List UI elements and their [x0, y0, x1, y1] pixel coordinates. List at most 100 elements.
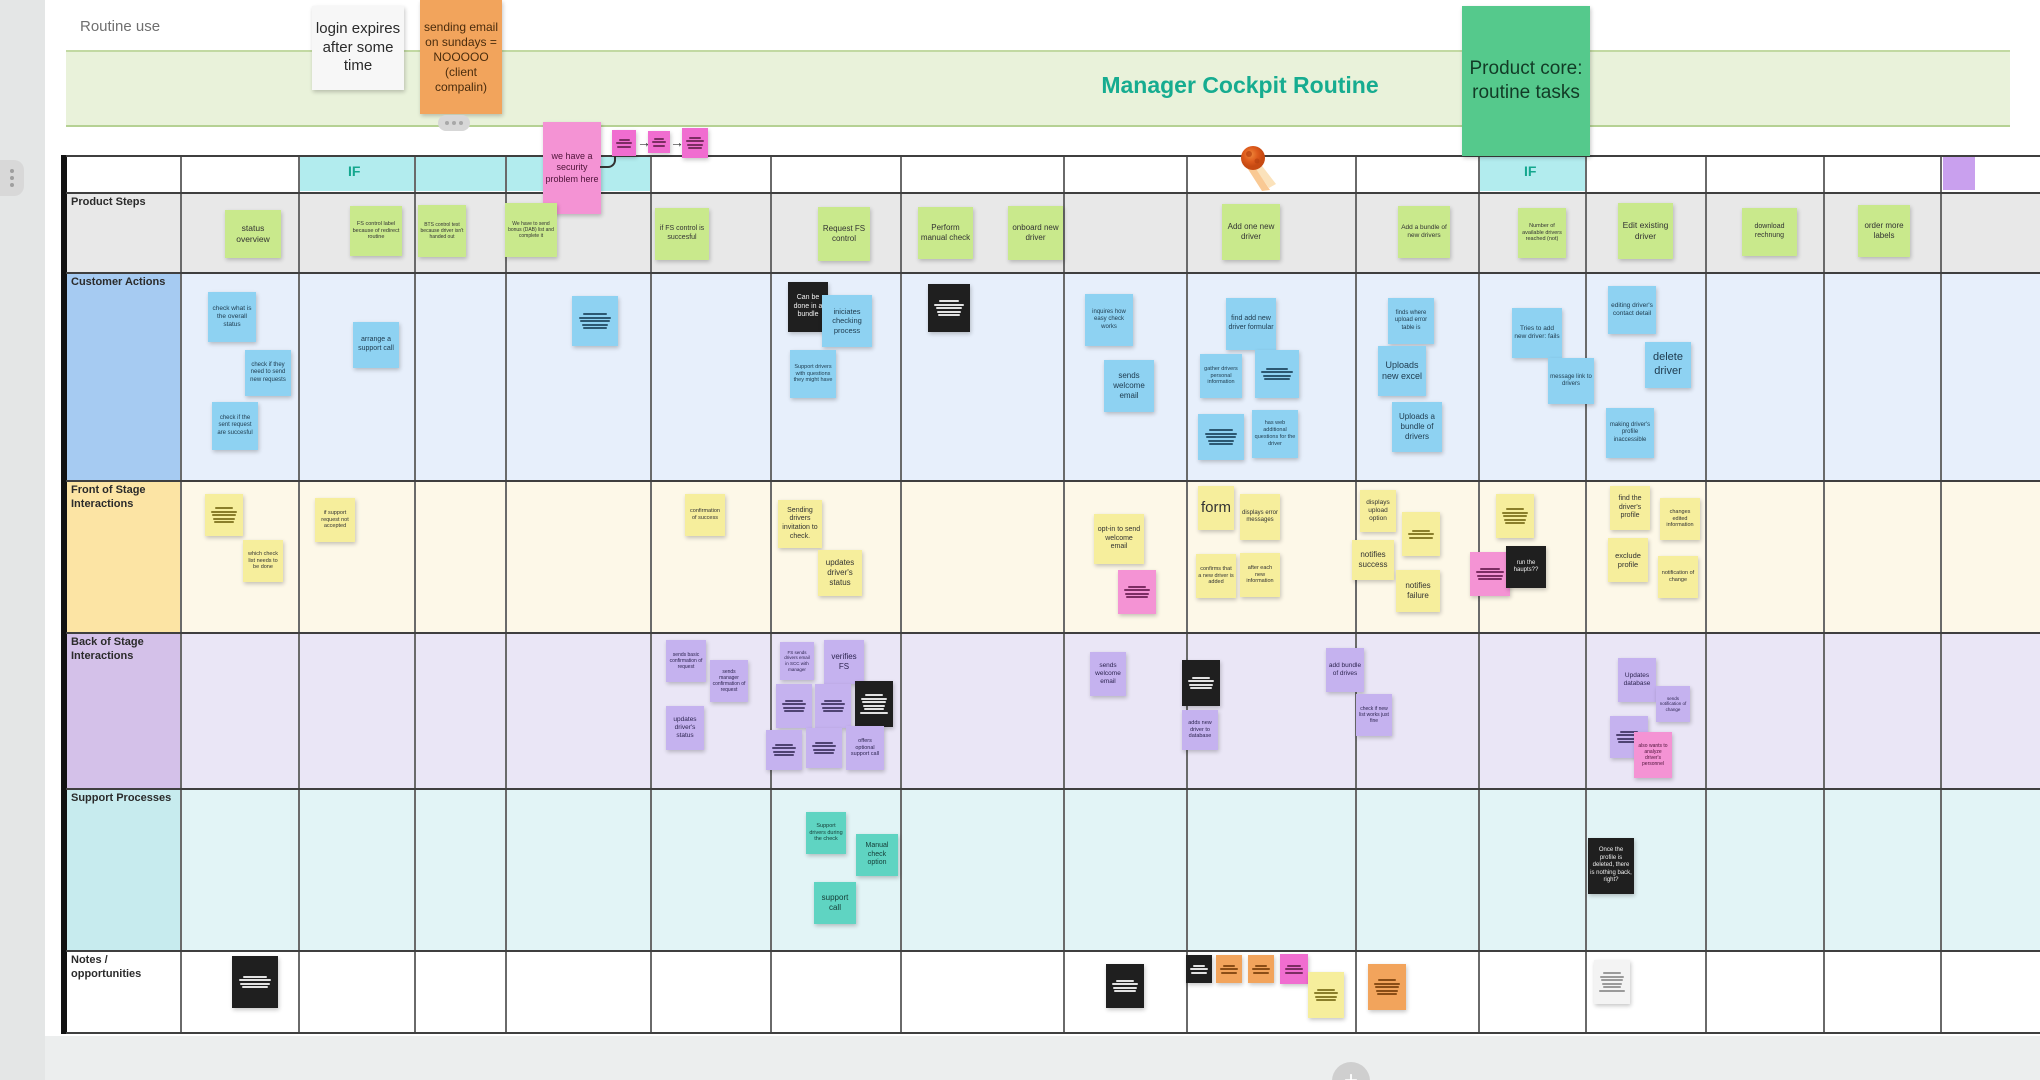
ca-inquires-check[interactable]: inquires how easy check works: [1085, 294, 1133, 346]
ca-sends-welcome-email[interactable]: sends welcome email: [1104, 360, 1154, 412]
bs-fs-sends-email[interactable]: FS sends drivers email in SCC with manag…: [780, 642, 814, 680]
fs-changes-info[interactable]: changes edited information: [1660, 498, 1700, 540]
fs-after-each-info[interactable]: after each new information: [1240, 553, 1280, 597]
nt-black-lines-2[interactable]: [1106, 964, 1144, 1008]
nt-orange-lines[interactable]: [1368, 964, 1406, 1010]
sp-profile-deleted[interactable]: Once the profile is deleted, there is no…: [1588, 838, 1634, 894]
nt-black-mini[interactable]: [1186, 955, 1212, 983]
fs-which-checklist[interactable]: which check list needs to be done: [243, 540, 283, 582]
nt-orange-mini-1[interactable]: [1216, 955, 1242, 983]
fs-note-lines-2[interactable]: [1402, 512, 1440, 556]
header-add-one-driver[interactable]: Add one new driver: [1222, 204, 1280, 260]
bs-offers-support-call[interactable]: offers optional support call: [846, 726, 884, 770]
bs-black-lines-2[interactable]: [1182, 660, 1220, 706]
fs-notifies-success[interactable]: notifies success: [1352, 540, 1394, 580]
fs-note-lines[interactable]: [205, 494, 243, 536]
header-fs-control-label[interactable]: FS control label because of redirect rou…: [350, 206, 402, 256]
fs-note-lines-3[interactable]: [1496, 494, 1534, 538]
ca-note-lines-3[interactable]: [1198, 414, 1244, 460]
ca-add-driver-fails[interactable]: Tries to add new driver: fails: [1512, 308, 1562, 358]
nt-yellow-lines[interactable]: [1308, 972, 1344, 1018]
ca-edit-contact-detail[interactable]: editing driver's contact detail: [1608, 286, 1656, 334]
header-edit-driver[interactable]: Edit existing driver: [1618, 203, 1673, 259]
fs-pink-lines[interactable]: [1118, 570, 1156, 614]
fs-notification-change[interactable]: notification of change: [1658, 556, 1698, 598]
sticky-login-expires[interactable]: login expires after some time: [312, 6, 404, 90]
ca-gather-personal-info[interactable]: gather drivers personal information: [1200, 354, 1242, 398]
header-download-rechnung[interactable]: download rechnung: [1742, 208, 1797, 256]
ca-check-overall-status[interactable]: check what is the overall status: [208, 292, 256, 342]
fs-confirms-driver-added[interactable]: confirms that a new driver is added: [1196, 554, 1236, 598]
ca-support-questions[interactable]: Support drivers with questions they migh…: [790, 350, 836, 398]
ca-message-link[interactable]: message link to drivers: [1548, 358, 1594, 404]
bs-add-bundle[interactable]: add bundle of drives: [1326, 648, 1364, 692]
ca-check-send-requests[interactable]: check if they need to send new requests: [245, 350, 291, 396]
header-onboard-driver[interactable]: onboard new driver: [1008, 206, 1063, 260]
fs-find-profile[interactable]: find the driver's profile: [1610, 486, 1650, 530]
ca-check-request-successful[interactable]: check if the sent request are succesful: [212, 402, 258, 450]
bs-lines-4[interactable]: [806, 728, 842, 768]
nt-magenta-mini[interactable]: [1280, 954, 1308, 984]
sticky-sunday-email-complaint[interactable]: sending email on sundays = NOOOOO (clien…: [420, 0, 502, 114]
nt-orange-mini-2[interactable]: [1248, 955, 1274, 983]
ca-done-in-bundle[interactable]: Can be done in a bundle: [788, 282, 828, 332]
fs-updates-status[interactable]: updates driver's status: [818, 550, 862, 596]
header-if-fs-successful[interactable]: if FS control is succesful: [655, 208, 709, 260]
bs-sends-welcome[interactable]: sends welcome email: [1090, 652, 1126, 696]
bs-manager-confirmation[interactable]: sends manager confirmation of request: [710, 660, 748, 702]
ca-note-lines-2[interactable]: [1255, 350, 1299, 398]
bs-sends-notification[interactable]: sends notification of change: [1656, 686, 1690, 722]
fs-displays-upload[interactable]: displays upload option: [1360, 490, 1396, 532]
mini-flow-3[interactable]: [682, 128, 708, 158]
bs-basic-confirmation[interactable]: sends basic confirmation of request: [666, 640, 706, 682]
nt-black-lines-1[interactable]: [232, 956, 278, 1008]
bs-driver-personnel[interactable]: also wants to analyze driver's personnel: [1634, 732, 1672, 778]
ca-profile-inaccessible[interactable]: making driver's profile inaccessible: [1606, 408, 1654, 458]
fs-exclude-profile[interactable]: exclude profile: [1608, 538, 1648, 582]
frame-title[interactable]: Manager Cockpit Routine: [1101, 72, 1379, 98]
ca-arrange-support-call[interactable]: arrange a support call: [353, 322, 399, 368]
header-perform-manual[interactable]: Perform manual check: [918, 207, 973, 259]
fs-notifies-failure[interactable]: notifies failure: [1396, 570, 1440, 612]
header-send-bonus[interactable]: We have to send bonus (DAB) list and com…: [505, 203, 557, 257]
header-drivers-reached[interactable]: Number of available drivers reached (not…: [1518, 208, 1566, 258]
fs-optin-welcome[interactable]: opt-in to send welcome email: [1094, 514, 1144, 564]
bs-black-lines[interactable]: [855, 681, 893, 727]
ca-additional-questions[interactable]: has web additional questions for the dri…: [1252, 410, 1298, 458]
ca-uploads-bundle[interactable]: Uploads a bundle of drivers: [1392, 402, 1442, 452]
fs-if-not-accepted[interactable]: if support request not accepted: [315, 498, 355, 542]
bs-updates-status[interactable]: updates driver's status: [666, 706, 704, 750]
add-button[interactable]: +: [1332, 1062, 1370, 1080]
bs-updates-database[interactable]: Updates database: [1618, 658, 1656, 702]
ca-uploads-new-excel[interactable]: Uploads new excel: [1378, 346, 1426, 396]
bs-lines-2[interactable]: [815, 684, 851, 728]
more-options-bubble[interactable]: [438, 115, 470, 131]
sp-support-call[interactable]: support call: [814, 882, 856, 924]
ca-find-driver-formular[interactable]: find add new driver formular: [1226, 298, 1276, 350]
fs-pink-lines-2[interactable]: [1470, 552, 1510, 596]
sticky-security-problem[interactable]: we have a security problem here: [543, 122, 601, 214]
bs-adds-driver-db[interactable]: adds new driver to database: [1182, 710, 1218, 750]
header-order-labels[interactable]: order more labels: [1858, 205, 1910, 257]
bs-verifies-fs[interactable]: verifies FS: [824, 640, 864, 684]
bs-check-new-list[interactable]: check if new list works just fine: [1356, 694, 1392, 736]
fs-confirmation[interactable]: confirmation of success: [685, 494, 725, 536]
fs-displays-errors[interactable]: displays error messages: [1240, 494, 1280, 540]
sticky-product-core[interactable]: Product core: routine tasks: [1462, 6, 1590, 156]
ca-initiates-checking[interactable]: iniciates checking process: [822, 295, 872, 347]
bs-lines-1[interactable]: [776, 684, 812, 728]
sp-manual-check-option[interactable]: Manual check option: [856, 834, 898, 876]
ca-black-note-lines[interactable]: [928, 284, 970, 332]
sp-support-during-check[interactable]: Support drivers during the check: [806, 812, 846, 854]
bs-lines-3[interactable]: [766, 730, 802, 770]
ca-delete-driver[interactable]: delete driver: [1645, 342, 1691, 388]
fs-sending-invitation[interactable]: Sending drivers invitation to check.: [778, 500, 822, 548]
fs-run-haupts[interactable]: run the haupts??: [1506, 546, 1546, 588]
nt-grey-lines[interactable]: [1594, 960, 1630, 1004]
mini-flow-1[interactable]: [612, 130, 636, 156]
ca-upload-error-table[interactable]: finds where upload error table is: [1388, 298, 1434, 344]
header-add-bundle[interactable]: Add a bundle of new drivers: [1398, 206, 1450, 258]
collapsed-toolbar-tab[interactable]: [0, 160, 24, 196]
ca-note-lines[interactable]: [572, 296, 618, 346]
